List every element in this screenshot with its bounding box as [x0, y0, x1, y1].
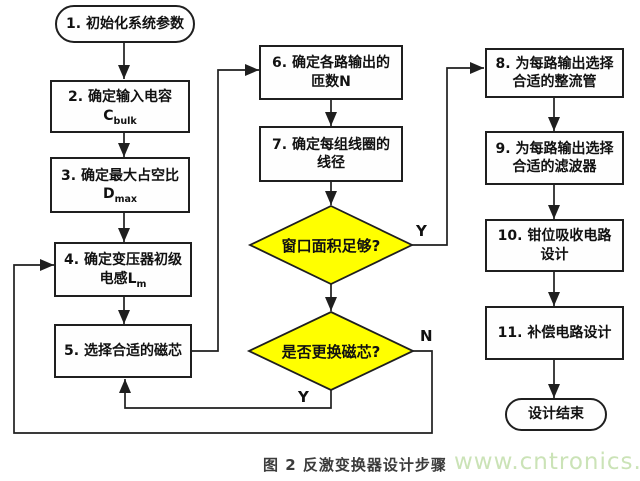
- step-10-line2: 设计: [540, 246, 569, 263]
- step-3-formula: Dmax: [102, 186, 138, 205]
- step-6-box: 6. 确定各路输出的 匝数N: [259, 45, 403, 100]
- step-4-line1: 4. 确定变压器初级: [64, 252, 182, 269]
- decision-window-area-label: 窗口面积足够?: [281, 236, 381, 255]
- step-8-line2: 合适的整流管: [512, 74, 597, 90]
- step-6-line2: 匝数N: [311, 73, 351, 90]
- step-3-line1: 3. 确定最大占空比: [61, 167, 179, 184]
- step-8-line1: 8. 为每路输出选择: [495, 55, 614, 72]
- step-2-formula: Cbulk: [103, 107, 137, 127]
- step-10-box: 10. 钳位吸收电路 设计: [485, 219, 624, 272]
- decision2-yes-label: Y: [298, 388, 309, 406]
- step-11-label: 11. 补偿电路设计: [497, 324, 612, 341]
- watermark-text: www.cntronics.com: [454, 449, 640, 475]
- step-5-box: 5. 选择合适的磁芯: [54, 324, 192, 378]
- end-node-label: 设计结束: [528, 406, 584, 423]
- decision-replace-core-label: 是否更换磁芯?: [281, 342, 381, 361]
- decision1-yes-label: Y: [416, 222, 427, 240]
- step-2-box: 2. 确定输入电容 Cbulk: [50, 80, 190, 133]
- decision-window-area-shape: [247, 205, 415, 285]
- step-4-line2: 电感Lm: [99, 270, 147, 290]
- step-2-line1: 2. 确定输入电容: [68, 89, 172, 106]
- step-4-box: 4. 确定变压器初级 电感Lm: [54, 242, 192, 297]
- step-9-line2: 合适的滤波器: [512, 159, 597, 175]
- step-11-box: 11. 补偿电路设计: [485, 306, 624, 360]
- step-10-line1: 10. 钳位吸收电路: [497, 228, 612, 245]
- end-node: 设计结束: [505, 398, 607, 431]
- decision2-no-label: N: [420, 327, 433, 345]
- decision-replace-core-shape: [246, 311, 416, 391]
- figure-caption: 图 2 反激变换器设计步骤: [263, 456, 447, 474]
- start-node-label: 1. 初始化系统参数: [66, 15, 184, 32]
- step-5-label: 5. 选择合适的磁芯: [64, 342, 182, 359]
- step-3-box: 3. 确定最大占空比 Dmax: [50, 157, 190, 213]
- step-6-line1: 6. 确定各路输出的: [272, 55, 390, 72]
- step-9-line1: 9. 为每路输出选择: [495, 140, 614, 157]
- step-8-box: 8. 为每路输出选择 合适的整流管: [485, 48, 624, 98]
- step-7-box: 7. 确定每组线圈的 线径: [259, 126, 403, 182]
- start-node: 1. 初始化系统参数: [55, 5, 195, 43]
- step-9-box: 9. 为每路输出选择 合适的滤波器: [485, 131, 624, 185]
- step-7-line2: 线径: [317, 155, 345, 171]
- step-7-line1: 7. 确定每组线圈的: [272, 136, 390, 153]
